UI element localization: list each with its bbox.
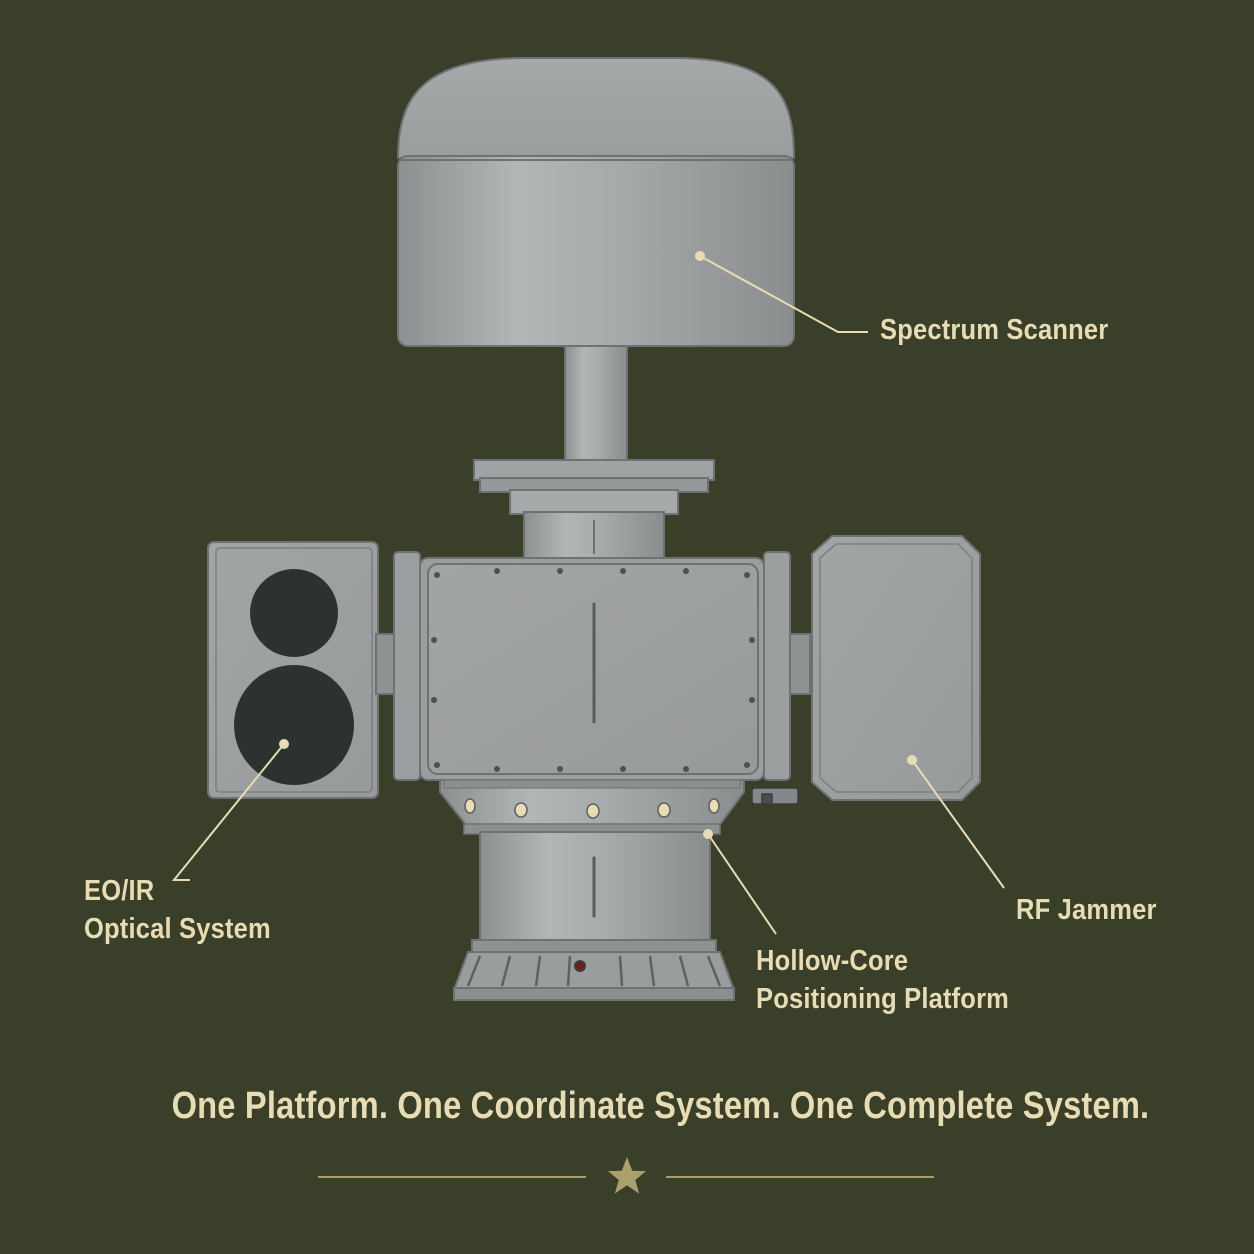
label-eo-ir-optical-system: EO/IR Optical System [84,872,271,948]
label-spectrum-scanner: Spectrum Scanner [880,311,1108,349]
tagline: One Platform. One Coordinate System. One… [0,1085,1254,1128]
eo-ir-optical-box [207,541,397,799]
label-rf-jammer: RF Jammer [1016,891,1157,929]
eo-ir-leader [171,743,285,881]
tagline-text: One Platform. One Coordinate System. One… [171,1085,1149,1127]
positioning-base [452,939,736,1001]
eo-lens-icon [250,569,338,657]
gimbal-housing [419,557,765,781]
leader-lines [171,255,1005,935]
spectrum-scanner-text: Spectrum Scanner [880,314,1109,346]
scanner-mast [564,345,628,465]
spectrum-scanner-leader [699,255,868,333]
star-icon [608,1157,646,1194]
label-hollow-core-platform: Hollow-Core Positioning Platform [756,942,1009,1018]
rf-jammer-leader [911,759,1005,889]
platform-leader [707,833,777,935]
platform-line1: Hollow-Core [756,945,909,977]
rf-jammer-text: RF Jammer [1016,894,1157,926]
mast-flange [473,459,715,559]
ir-lens-icon [234,665,354,785]
eo-ir-line2: Optical System [84,913,271,945]
eo-ir-line1: EO/IR [84,875,155,907]
bottom-ornament [318,1157,934,1194]
turntable-ring [439,779,745,835]
platform-line2: Positioning Platform [756,983,1010,1015]
platform-cylinder [479,831,711,945]
rf-jammer-panel [811,535,981,801]
side-connector [751,787,799,805]
spectrum-scanner-radome [396,57,796,347]
leader-dots [279,251,917,839]
